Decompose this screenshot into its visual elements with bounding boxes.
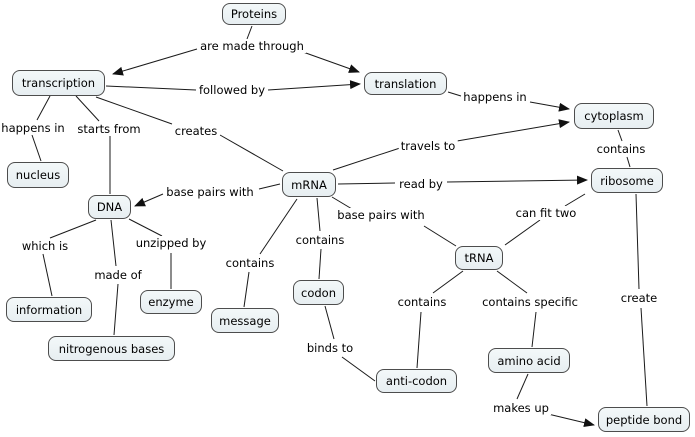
node-mrna[interactable]: mRNA (282, 172, 336, 197)
edge-proteins-translation (302, 51, 360, 73)
node-information[interactable]: information (6, 297, 92, 322)
edge-trna-aminoacid (496, 270, 537, 348)
edge-mrna-dna (134, 183, 281, 207)
edge-label-contains-codon: contains (293, 233, 347, 247)
edge-trna-anticodon (416, 270, 464, 369)
node-trna[interactable]: tRNA (455, 246, 503, 270)
edge-label-made-of: made of (92, 268, 144, 282)
node-proteins[interactable]: Proteins (222, 3, 286, 25)
edge-translation-cytoplasm (447, 91, 570, 112)
edge-proteins-label-stub (246, 25, 253, 40)
edge-label-binds-to: binds to (304, 341, 356, 355)
edge-label-contains-anticodon: contains (395, 295, 449, 309)
node-translation[interactable]: translation (364, 72, 447, 95)
edge-label-base-pairs-with-dna: base pairs with (164, 185, 256, 199)
edge-label-travels-to: travels to (398, 139, 458, 153)
edge-label-base-pairs-with-trna: base pairs with (335, 208, 427, 222)
edge-cytoplasm-ribosome (617, 129, 631, 168)
edge-transcription-mrna (95, 96, 284, 172)
edge-dna-nitrogenousbases (110, 219, 119, 336)
edge-mrna-codon (316, 197, 322, 280)
edge-mrna-cytoplasm (332, 119, 570, 171)
edge-label-contains-specific: contains specific (480, 295, 580, 309)
edge-ribosome-peptidebond (635, 193, 648, 407)
edge-ribosome-trna (504, 193, 586, 246)
edge-transcription-nucleus (31, 95, 51, 162)
edge-label-followed-by: followed by (196, 83, 268, 97)
node-ribosome[interactable]: ribosome (591, 168, 663, 193)
node-peptide-bond[interactable]: peptide bond (598, 407, 690, 432)
edge-label-contains-message: contains (223, 256, 277, 270)
edge-label-read-by: read by (397, 177, 445, 191)
edge-label-unzipped-by: unzipped by (133, 236, 209, 250)
node-nitrogenous-bases[interactable]: nitrogenous bases (48, 336, 175, 361)
node-cytoplasm[interactable]: cytoplasm (574, 103, 654, 129)
edge-proteins-transcription (112, 48, 198, 76)
edge-codon-anticodon (324, 305, 376, 382)
node-codon[interactable]: codon (293, 280, 344, 305)
node-nucleus[interactable]: nucleus (7, 162, 69, 188)
edge-label-makes-up: makes up (491, 401, 551, 415)
edge-mrna-message (243, 198, 298, 308)
edge-transcription-dna (75, 95, 111, 194)
edge-label-creates: creates (172, 124, 220, 138)
node-enzyme[interactable]: enzyme (140, 290, 202, 314)
node-anti-codon[interactable]: anti-codon (376, 369, 457, 393)
edge-label-starts-from: starts from (75, 122, 143, 136)
edge-label-contains-ribosome: contains (594, 142, 648, 156)
node-dna[interactable]: DNA (88, 195, 131, 219)
edge-mrna-trna (331, 196, 457, 247)
edge-transcription-translation (105, 80, 361, 91)
edge-label-create: create (618, 291, 660, 305)
edge-dna-information (42, 219, 97, 297)
node-amino-acid[interactable]: amino acid (488, 348, 570, 373)
edge-mrna-ribosome (337, 175, 588, 185)
edge-label-happens-in-cytoplasm: happens in (461, 90, 529, 104)
node-message[interactable]: message (211, 308, 279, 333)
edge-label-are-made-through: are made through (198, 39, 306, 53)
edge-label-can-fit-two: can fit two (513, 206, 579, 220)
edge-aminoacid-peptidebond (516, 373, 595, 428)
edge-label-happens-in-nucleus: happens in (0, 121, 67, 135)
edge-dna-enzyme (128, 218, 172, 289)
node-transcription[interactable]: transcription (12, 70, 105, 96)
edge-label-which-is: which is (19, 239, 71, 253)
